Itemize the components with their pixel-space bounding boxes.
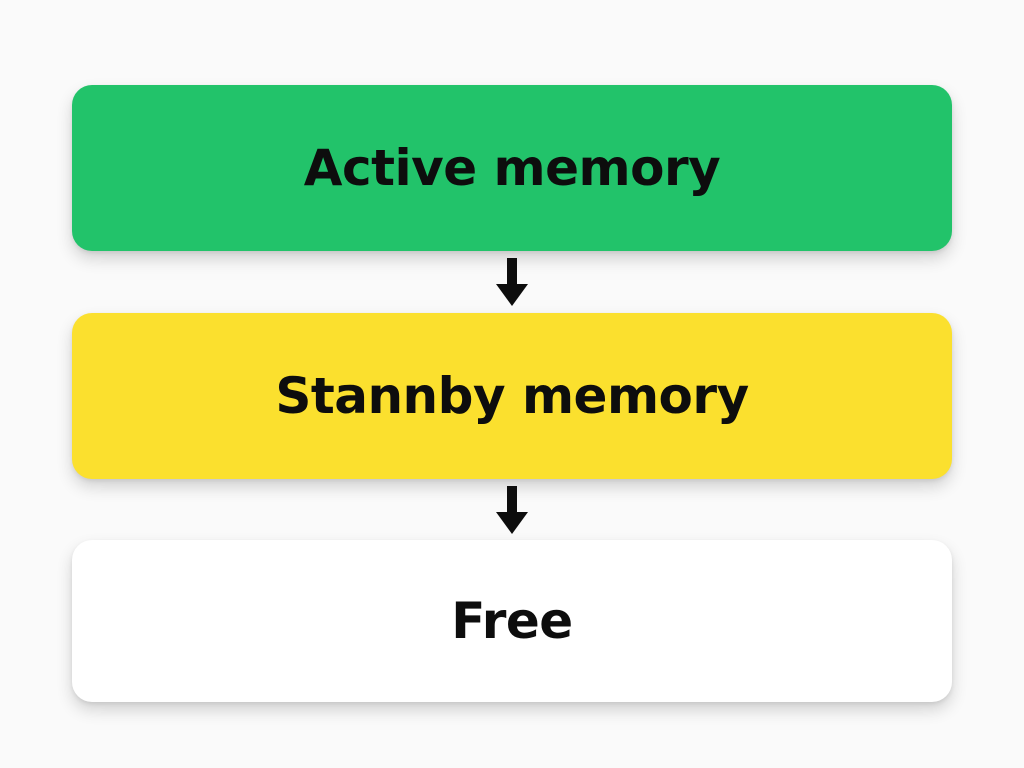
down-arrow-icon (496, 486, 528, 534)
active-memory-label: Active memory (303, 139, 721, 197)
active-memory-box: Active memory (72, 85, 952, 251)
free-memory-label: Free (451, 592, 573, 650)
down-arrow-icon (496, 258, 528, 306)
standby-memory-box: Stannby memory (72, 313, 952, 479)
free-memory-box: Free (72, 540, 952, 702)
standby-memory-label: Stannby memory (275, 367, 749, 425)
